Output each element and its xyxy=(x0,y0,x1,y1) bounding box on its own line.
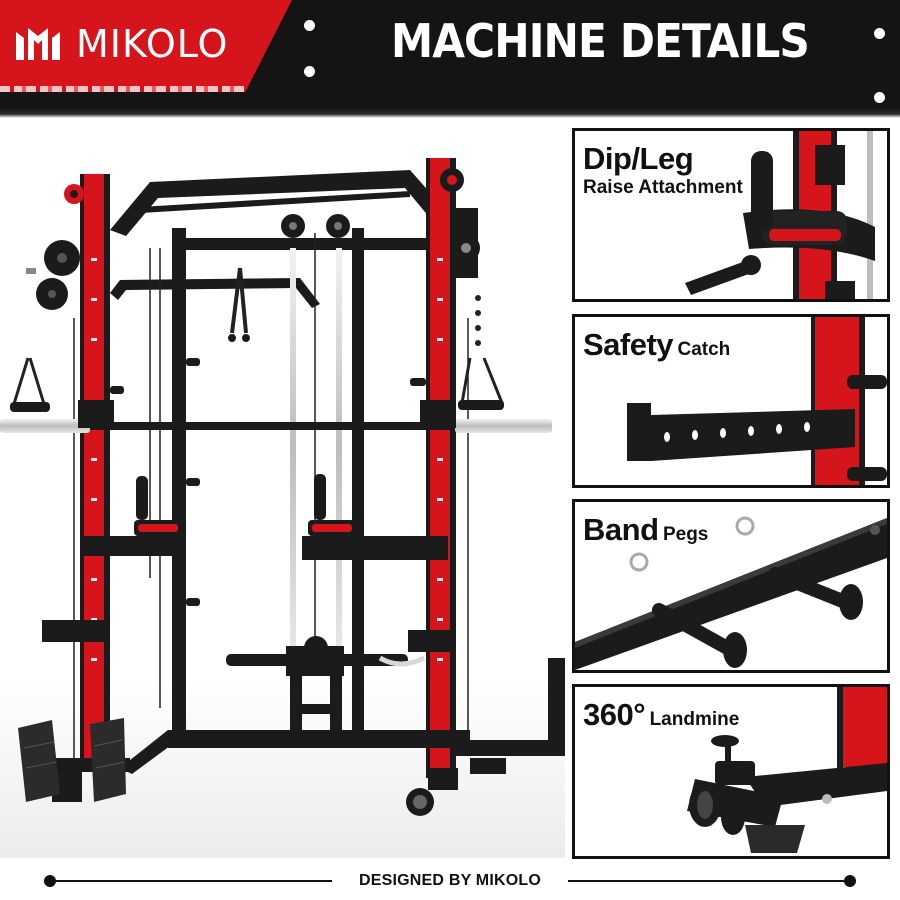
landmine-illustration xyxy=(687,687,887,853)
safety-catch-illustration xyxy=(627,317,887,485)
detail-panel-dip-leg: Dip/Leg Raise Attachment xyxy=(572,128,890,302)
header-banner: MIKOLO MACHINE DETAILS xyxy=(0,0,900,118)
decor-dot xyxy=(304,20,315,31)
panel-title-sub: Raise Attachment xyxy=(583,177,743,198)
panel-title-sub: Landmine xyxy=(649,709,740,730)
footer-divider xyxy=(50,880,332,882)
footer-credit: DESIGNED BY MIKOLO xyxy=(359,872,541,889)
decor-dot xyxy=(874,28,885,39)
mikolo-logo-icon xyxy=(16,28,60,60)
footer-dot xyxy=(844,875,856,887)
panel-title: Band Pegs xyxy=(583,512,708,548)
brand-panel: MIKOLO xyxy=(0,0,292,92)
page-title: MACHINE DETAILS xyxy=(391,14,810,68)
panel-title-main: Safety xyxy=(583,327,674,362)
brand-name: MIKOLO xyxy=(76,22,229,66)
panel-title-main: Band xyxy=(583,512,659,547)
panel-title: Dip/Leg Raise Attachment xyxy=(583,141,743,199)
panel-title-main: Dip/Leg xyxy=(583,141,694,176)
decor-dot xyxy=(304,66,315,77)
detail-panel-band-pegs: Band Pegs xyxy=(572,499,890,673)
dip-attachment-illustration xyxy=(685,131,875,299)
detail-panel-safety-catch: Safety Catch xyxy=(572,314,890,488)
panel-title-sub: Pegs xyxy=(662,524,709,545)
panel-title: Safety Catch xyxy=(583,327,730,363)
footer-divider xyxy=(568,880,850,882)
panel-title-sub: Catch xyxy=(677,339,731,360)
band-pegs-illustration xyxy=(575,516,887,670)
panel-title-main: 360° xyxy=(583,697,646,732)
smith-machine-illustration xyxy=(0,158,565,858)
decor-dot xyxy=(874,92,885,103)
panel-title: 360° Landmine xyxy=(583,697,739,733)
detail-panel-landmine: 360° Landmine xyxy=(572,684,890,859)
